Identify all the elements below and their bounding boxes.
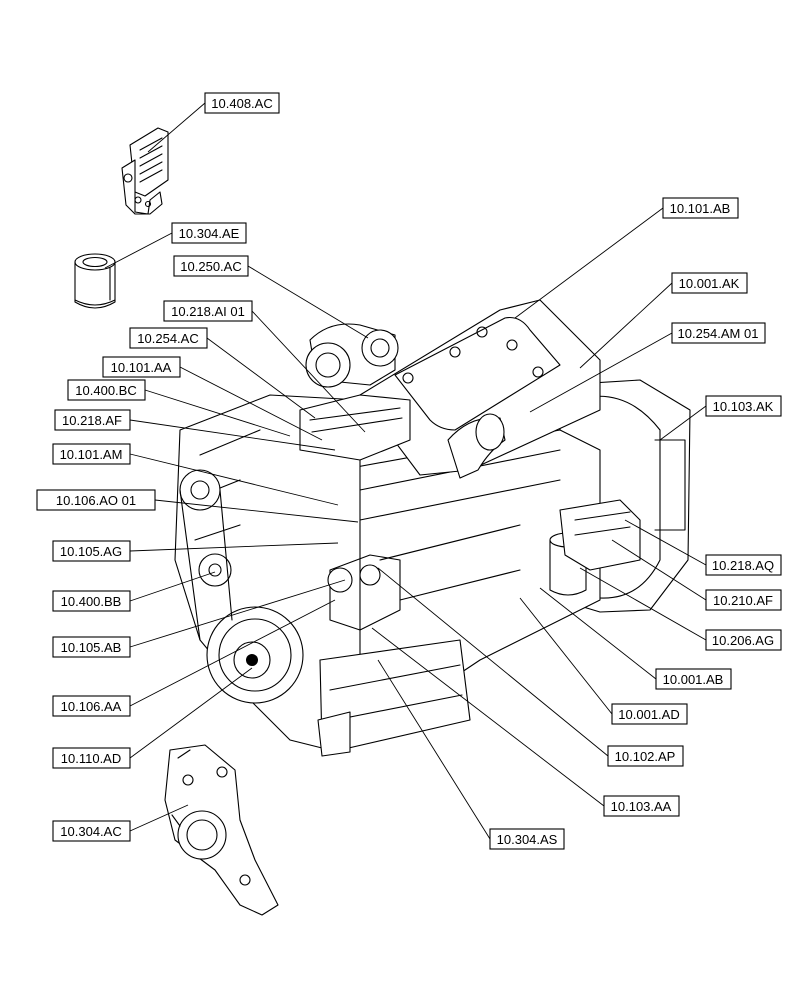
callout-10-408-ac[interactable]: 10.408.AC — [204, 92, 280, 114]
callout-text: 10.218.AI 01 — [171, 304, 245, 319]
callout-text: 10.400.BB — [61, 594, 122, 609]
callout-10-304-ae[interactable]: 10.304.AE — [171, 222, 247, 244]
callout-text: 10.250.AC — [180, 259, 241, 274]
engine-artwork — [74, 127, 691, 916]
callout-text: 10.106.AA — [61, 699, 122, 714]
callout-10-001-ab[interactable]: 10.001.AB — [655, 668, 732, 690]
callout-text: 10.210.AF — [713, 593, 773, 608]
rear-seal-housing-drawing — [164, 744, 279, 916]
callout-10-103-ak[interactable]: 10.103.AK — [705, 395, 782, 417]
callout-10-101-aa[interactable]: 10.101.AA — [102, 356, 181, 378]
oil-cooler-module-drawing — [121, 127, 169, 215]
callout-text: 10.110.AD — [61, 751, 121, 766]
callout-10-001-ak[interactable]: 10.001.AK — [671, 272, 748, 294]
callout-10-304-as[interactable]: 10.304.AS — [489, 828, 565, 850]
callout-10-210-af[interactable]: 10.210.AF — [705, 589, 782, 611]
engine-block-drawing — [174, 299, 691, 757]
callout-text: 10.400.BC — [75, 383, 136, 398]
callout-text: 10.001.AD — [618, 707, 679, 722]
callout-text: 10.304.AC — [60, 824, 121, 839]
callout-text: 10.408.AC — [211, 96, 272, 111]
callout-text: 10.218.AF — [62, 413, 122, 428]
callout-text: 10.102.AP — [615, 749, 676, 764]
callout-text: 10.101.AA — [111, 360, 172, 375]
callout-10-304-ac[interactable]: 10.304.AC — [52, 820, 131, 842]
callout-text: 10.103.AK — [713, 399, 774, 414]
callout-10-218-ai-01[interactable]: 10.218.AI 01 — [163, 300, 253, 322]
callout-10-106-ao-01[interactable]: 10.106.AO 01 — [36, 489, 156, 511]
callout-text: 10.304.AE — [179, 226, 240, 241]
callout-10-105-ab[interactable]: 10.105.AB — [52, 636, 131, 658]
callout-10-110-ad[interactable]: 10.110.AD — [52, 747, 131, 769]
callout-10-106-aa[interactable]: 10.106.AA — [52, 695, 131, 717]
callout-10-218-af[interactable]: 10.218.AF — [54, 409, 131, 431]
callout-10-101-ab[interactable]: 10.101.AB — [662, 197, 739, 219]
callout-10-400-bb[interactable]: 10.400.BB — [52, 590, 131, 612]
callout-10-250-ac[interactable]: 10.250.AC — [173, 255, 249, 277]
callout-10-102-ap[interactable]: 10.102.AP — [607, 745, 684, 767]
callout-10-105-ag[interactable]: 10.105.AG — [52, 540, 131, 562]
callout-text: 10.304.AS — [497, 832, 558, 847]
callout-text: 10.254.AC — [137, 331, 198, 346]
callout-10-001-ad[interactable]: 10.001.AD — [611, 703, 688, 725]
callout-labels: 10.408.AC 10.304.AE 10.250.AC 10.218.AI … — [36, 92, 782, 850]
leader-lines — [104, 102, 707, 840]
callout-text: 10.001.AB — [663, 672, 724, 687]
callout-text: 10.001.AK — [679, 276, 740, 291]
callout-10-254-ac[interactable]: 10.254.AC — [129, 327, 208, 349]
callout-text: 10.105.AG — [60, 544, 122, 559]
callout-10-103-aa[interactable]: 10.103.AA — [603, 795, 680, 817]
callout-text: 10.101.AB — [670, 201, 731, 216]
callout-text: 10.106.AO 01 — [56, 493, 136, 508]
callout-text: 10.101.AM — [60, 447, 123, 462]
callout-text: 10.103.AA — [611, 799, 672, 814]
callout-text: 10.105.AB — [61, 640, 122, 655]
callout-10-101-am[interactable]: 10.101.AM — [52, 443, 131, 465]
callout-10-400-bc[interactable]: 10.400.BC — [67, 379, 146, 401]
callout-10-206-ag[interactable]: 10.206.AG — [705, 629, 782, 651]
callout-text: 10.254.AM 01 — [678, 326, 759, 341]
callout-text: 10.218.AQ — [712, 558, 774, 573]
callout-10-218-aq[interactable]: 10.218.AQ — [705, 554, 782, 576]
callout-text: 10.206.AG — [712, 633, 774, 648]
oil-filter-drawing — [74, 253, 116, 309]
callout-10-254-am-01[interactable]: 10.254.AM 01 — [671, 322, 766, 344]
